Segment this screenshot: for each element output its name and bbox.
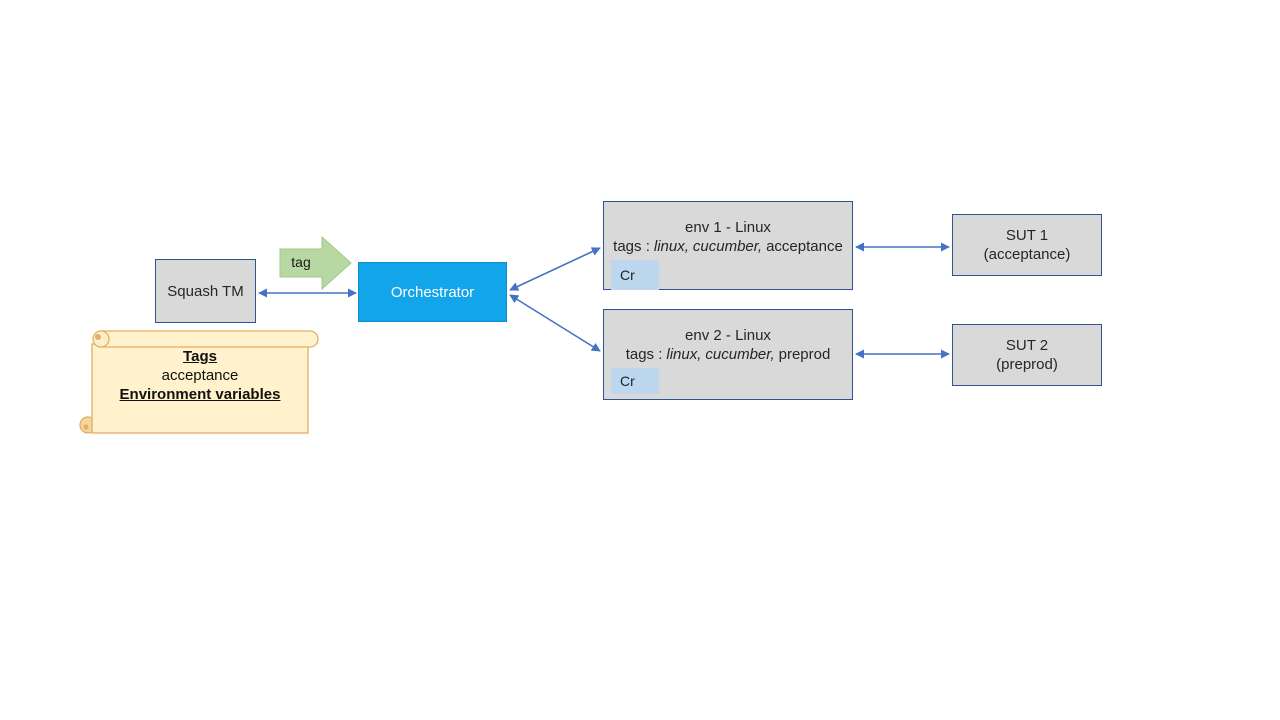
note-scroll-shape [79, 330, 319, 434]
env1-tag-acceptance: acceptance [766, 238, 843, 255]
tag-arrow-shape [279, 235, 352, 291]
node-sut1: SUT 1 (acceptance) [952, 214, 1102, 276]
node-orchestrator: Orchestrator [358, 262, 507, 322]
node-env2: env 2 - Linux tags : linux, cucumber, pr… [603, 309, 853, 400]
env1-tags: tags : linux, cucumber, acceptance [613, 237, 843, 256]
node-squash-tm: Squash TM [155, 259, 256, 323]
sut1-name: SUT 1 [1005, 227, 1049, 244]
node-orchestrator-label: Orchestrator [390, 283, 475, 301]
connector-orchestrator-env2 [509, 294, 601, 352]
note-value: acceptance [161, 367, 239, 384]
sut2-name: SUT 2 [1005, 337, 1049, 354]
env2-tags: tags : linux, cucumber, preprod [626, 345, 831, 364]
env1-tag-cucumber: cucumber, [692, 238, 763, 255]
note-scroll-text: Tags acceptance Environment variables [104, 347, 296, 404]
env2-tag-linux: linux, [666, 346, 702, 363]
env2-cr-badge-label: Cr [620, 372, 635, 389]
env1-tag-linux: linux, [653, 238, 689, 255]
env1-cr-badge-label: Cr [620, 266, 635, 283]
node-sut2: SUT 2 (preprod) [952, 324, 1102, 386]
env2-tags-prefix: tags : [625, 346, 663, 363]
note-subheading: Environment variables [119, 386, 281, 403]
node-env1: env 1 - Linux tags : linux, cucumber, ac… [603, 201, 853, 290]
env2-title: env 2 - Linux [685, 327, 771, 344]
env2-tag-preprod: preprod [778, 346, 831, 363]
connector-orchestrator-env1 [509, 247, 601, 291]
tag-arrow-label: tag [291, 254, 311, 270]
env1-tags-prefix: tags : [613, 238, 650, 255]
note-heading: Tags [183, 348, 217, 365]
env1-cr-badge: Cr [611, 260, 659, 290]
env2-cr-badge: Cr [611, 368, 659, 394]
node-squash-tm-label: Squash TM [167, 282, 244, 300]
env2-tag-cucumber: cucumber, [705, 346, 775, 363]
sut2-qualifier: (preprod) [996, 356, 1058, 373]
env1-title: env 1 - Linux [685, 219, 771, 236]
sut1-qualifier: (acceptance) [983, 246, 1071, 263]
